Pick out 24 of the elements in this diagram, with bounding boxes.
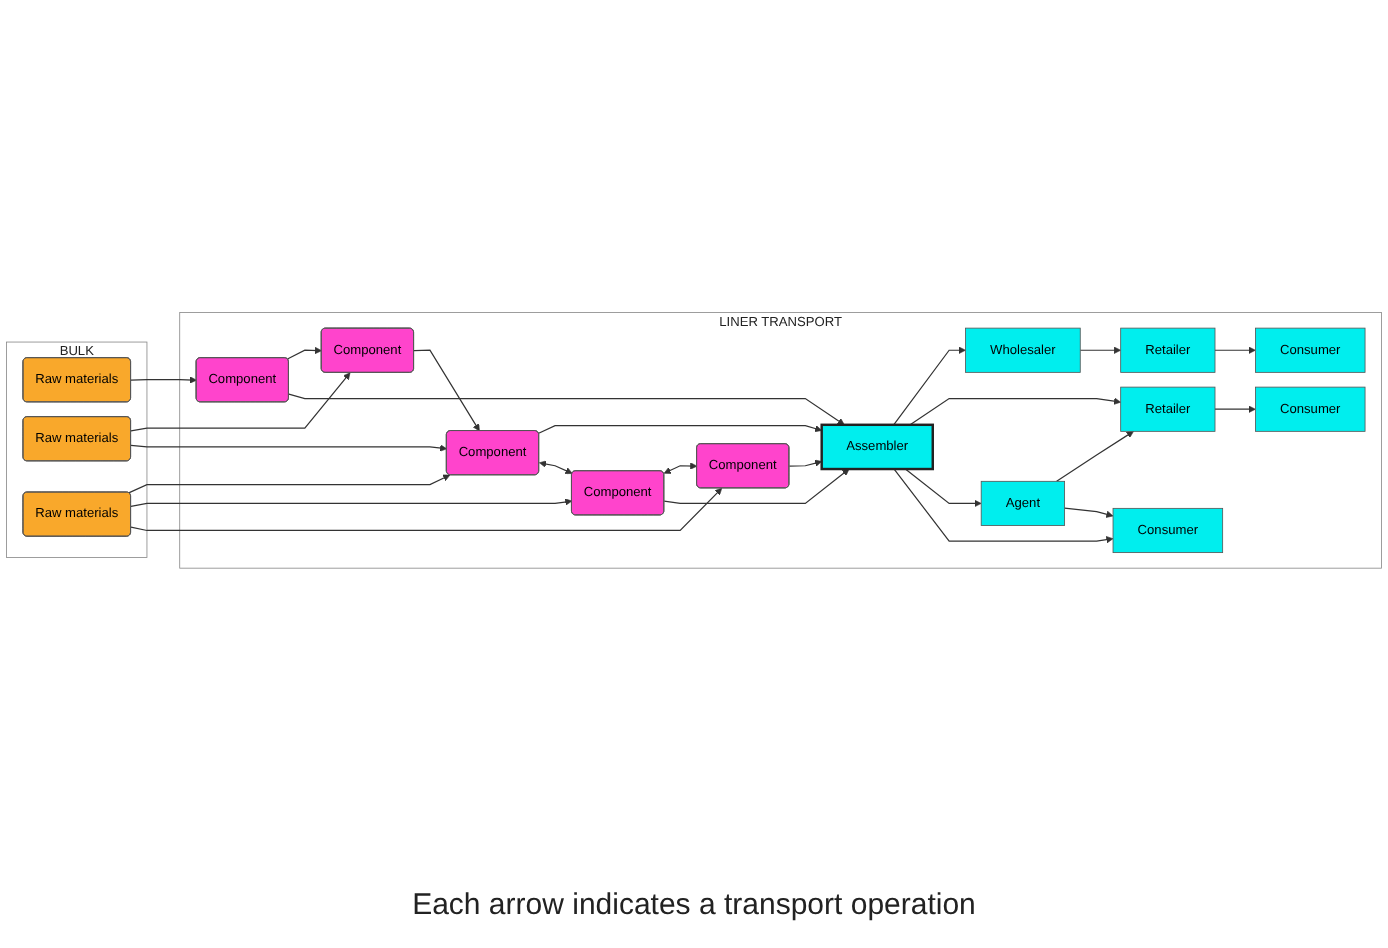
arrow: [909, 397, 1121, 426]
arrow: [1214, 405, 1256, 413]
arrow: [538, 424, 822, 434]
arrow: [130, 376, 197, 384]
arrow: [1056, 430, 1134, 482]
arrow: [130, 444, 448, 452]
arrow: [1064, 507, 1114, 518]
arrow: [286, 346, 322, 360]
arrow: [788, 459, 822, 467]
arrow: [130, 498, 573, 507]
arrow: [539, 460, 573, 474]
arrow: [663, 468, 850, 504]
note-text: Each arrow indicates a transport operation: [412, 888, 976, 922]
arrow: [1079, 346, 1121, 354]
arrow: [413, 349, 480, 431]
arrow: [893, 468, 1114, 543]
arrow: [130, 487, 723, 531]
arrow: [1214, 346, 1256, 354]
arrow: [893, 346, 966, 426]
arrow: [288, 393, 845, 425]
arrow: [128, 474, 451, 494]
arrow: [130, 372, 351, 432]
arrow: [904, 468, 982, 507]
arrow: [663, 462, 698, 474]
